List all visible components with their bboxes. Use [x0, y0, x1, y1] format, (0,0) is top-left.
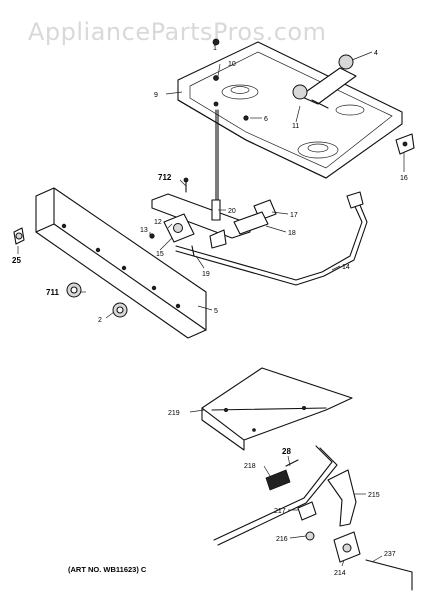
callout-5: 5 [214, 308, 218, 315]
callout-17: 17 [290, 212, 298, 219]
callout-10: 10 [228, 61, 236, 68]
callout-214: 214 [334, 570, 346, 577]
callout-217: 217 [274, 508, 286, 515]
callout-216: 216 [276, 536, 288, 543]
callout-2: 2 [98, 317, 102, 324]
front-panel [13, 187, 207, 339]
art-number-caption: (ART NO. WB11623) C [68, 565, 147, 574]
support-tube [175, 191, 368, 286]
callout-15: 15 [156, 251, 164, 258]
callout-6: 6 [264, 116, 268, 123]
callout-labels: 4 9 10 1 6 11 16 712 20 17 18 12 13 15 1… [12, 45, 408, 577]
callout-712: 712 [158, 173, 172, 182]
callout-1: 1 [213, 45, 217, 52]
bracket-rail [149, 177, 277, 257]
callout-711: 711 [46, 288, 59, 297]
callout-11: 11 [292, 123, 299, 130]
burner-box [177, 38, 415, 201]
callout-9: 9 [154, 92, 158, 99]
callout-237: 237 [384, 551, 396, 558]
callout-16: 16 [400, 175, 408, 182]
callout-4: 4 [374, 50, 378, 57]
callout-12: 12 [154, 219, 162, 226]
leader-lines [17, 51, 405, 567]
callout-13: 13 [140, 227, 148, 234]
watermark-text: AppliancePartsPros.com [28, 18, 326, 46]
callout-218: 218 [244, 463, 256, 470]
callout-215: 215 [368, 492, 380, 499]
callout-18: 18 [288, 230, 296, 237]
callout-20: 20 [228, 208, 236, 215]
callout-14: 14 [342, 264, 350, 271]
callout-19: 19 [202, 271, 210, 278]
callout-25: 25 [12, 256, 21, 265]
callout-219: 219 [168, 410, 180, 417]
callout-28: 28 [282, 447, 291, 456]
broiler-assembly [201, 367, 413, 591]
